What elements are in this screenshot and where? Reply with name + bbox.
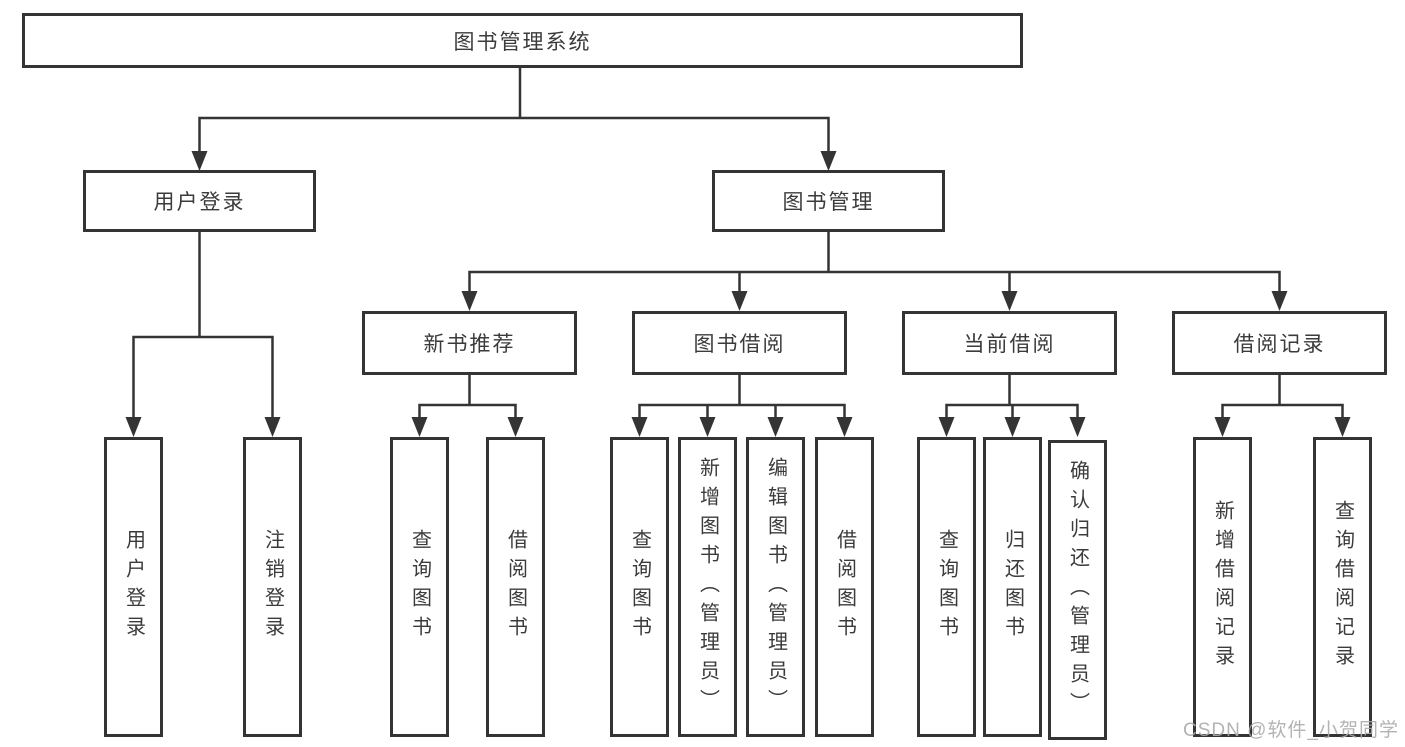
leaf-current-confirm-label: 确认归还（管理员） (1066, 459, 1089, 721)
node-new-book-recommend: 新书推荐 (362, 311, 577, 375)
leaf-newbook-query: 查询图书 (390, 437, 449, 737)
leaf-borrow-borrow-label: 借阅图书 (833, 529, 856, 645)
leaf-current-return-label: 归还图书 (1001, 529, 1024, 645)
leaf-borrow-edit: 编辑图书（管理员） (746, 437, 805, 737)
leaf-current-query: 查询图书 (917, 437, 976, 737)
node-current-borrow: 当前借阅 (902, 311, 1117, 375)
node-book-management-label: 图书管理 (782, 191, 875, 214)
arrowheads (125, 151, 1351, 437)
connector-lines-path (132, 66, 1344, 422)
leaf-records-query-label: 查询借阅记录 (1331, 500, 1354, 674)
leaf-current-confirm: 确认归还（管理员） (1048, 440, 1107, 740)
leaf-borrow-query: 查询图书 (610, 437, 669, 737)
node-borrow-records: 借阅记录 (1172, 311, 1387, 375)
leaf-current-query-label: 查询图书 (935, 529, 958, 645)
node-book-borrow-label: 图书借阅 (693, 333, 786, 356)
node-user-login: 用户登录 (83, 170, 316, 232)
leaf-newbook-borrow: 借阅图书 (486, 437, 545, 737)
leaf-borrow-edit-label: 编辑图书（管理员） (764, 456, 787, 718)
leaf-borrow-add-label: 新增图书（管理员） (696, 456, 719, 718)
leaf-logout: 注销登录 (243, 437, 302, 737)
node-new-book-recommend-label: 新书推荐 (423, 333, 516, 356)
leaf-logout-label: 注销登录 (261, 529, 284, 645)
leaf-records-query: 查询借阅记录 (1313, 437, 1372, 737)
node-root: 图书管理系统 (22, 13, 1023, 68)
leaf-current-return: 归还图书 (983, 437, 1042, 737)
node-user-login-label: 用户登录 (153, 191, 246, 214)
leaf-newbook-query-label: 查询图书 (408, 529, 431, 645)
leaf-borrow-borrow: 借阅图书 (815, 437, 874, 737)
leaf-records-add-label: 新增借阅记录 (1211, 500, 1234, 674)
node-book-management: 图书管理 (712, 170, 945, 232)
leaf-borrow-query-label: 查询图书 (628, 529, 651, 645)
leaf-user-login: 用户登录 (104, 437, 163, 737)
node-root-label: 图书管理系统 (453, 30, 592, 54)
watermark: CSDN @软件_小贺同学 (1183, 720, 1399, 741)
leaf-records-add: 新增借阅记录 (1193, 437, 1252, 737)
leaf-newbook-borrow-label: 借阅图书 (504, 529, 527, 645)
leaf-borrow-add: 新增图书（管理员） (678, 437, 737, 737)
node-current-borrow-label: 当前借阅 (963, 333, 1056, 356)
node-borrow-records-label: 借阅记录 (1233, 333, 1326, 356)
node-book-borrow: 图书借阅 (632, 311, 847, 375)
leaf-user-login-label: 用户登录 (122, 529, 145, 645)
